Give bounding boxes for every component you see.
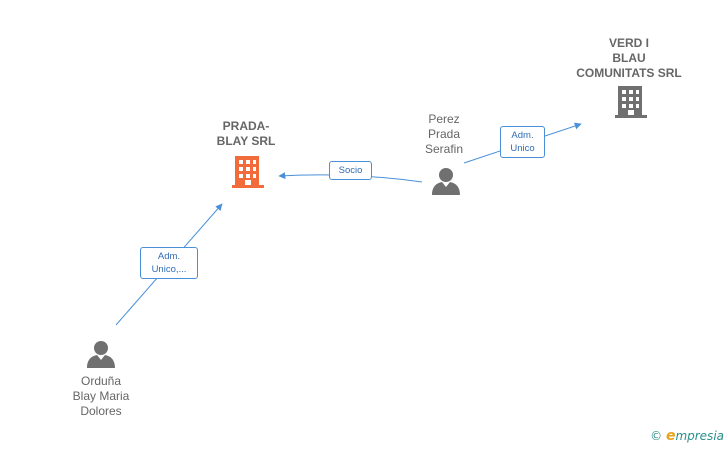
person-icon[interactable] [86,339,116,369]
node-verd-line-1: VERD I [608,36,649,50]
edge-adm-unico-line-1: Adm. [511,130,534,141]
node-perez-line-3: Serafin [424,142,464,156]
node-perez-line-1: Perez [428,112,460,126]
edge-adm-unico-line-2: Unico [510,143,535,154]
node-perez-label[interactable]: Perez Prada Serafin [404,112,484,157]
node-verd-line-2: BLAU [612,51,646,65]
edge-label-adm-unico-2[interactable]: Adm. Unico,... [140,247,198,279]
node-orduna-label[interactable]: Orduña Blay Maria Dolores [51,374,151,419]
copyright-symbol: © [650,429,663,443]
node-prada-line-1: PRADA- [222,119,270,133]
brand-logo: © empresia [650,428,724,444]
node-verd-line-3: COMUNITATS SRL [576,66,682,80]
node-orduna-line-3: Dolores [80,404,122,418]
node-perez-line-2: Prada [427,127,461,141]
edge-socio-text: Socio [338,165,363,176]
edge-adm-unico-2-line-1: Adm. [157,251,181,262]
node-orduna-line-2: Blay Maria [72,389,130,403]
edge-label-adm-unico[interactable]: Adm. Unico [500,126,545,158]
node-orduna-line-1: Orduña [80,374,122,388]
node-prada-line-2: BLAY SRL [216,134,276,148]
person-icon[interactable] [431,166,461,196]
edge-label-socio[interactable]: Socio [329,161,372,180]
building-icon[interactable] [615,85,647,119]
node-verd-label[interactable]: VERD I BLAU COMUNITATS SRL [569,36,689,81]
brand-initial: e [665,428,676,444]
node-prada-label[interactable]: PRADA- BLAY SRL [196,119,296,149]
brand-name: mpresia [675,429,724,443]
edge-adm-unico-2-line-2: Unico,... [151,264,187,275]
building-icon[interactable] [232,155,264,189]
